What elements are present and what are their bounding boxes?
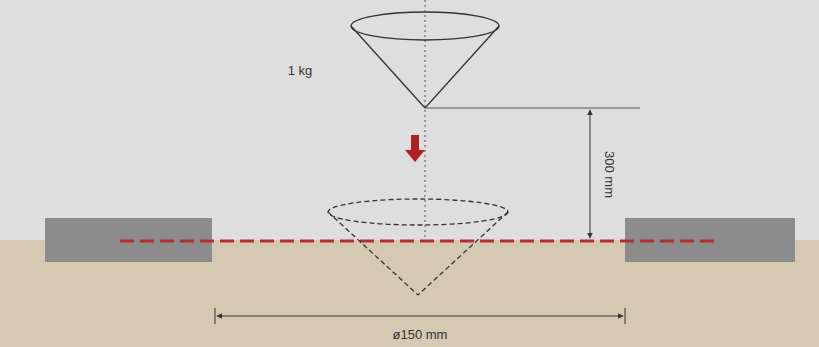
penetrated-cone: [328, 199, 508, 295]
cone: [351, 12, 499, 108]
background: [0, 0, 819, 240]
dimension-line: [217, 316, 623, 317]
dimension-label: ø150 mm: [393, 328, 448, 341]
surface-line: [120, 240, 720, 243]
dimension-tick: [215, 308, 216, 324]
extension-line: [425, 108, 640, 109]
axis-line: [425, 0, 426, 240]
dimension-tick: [625, 308, 626, 324]
drop-arrow: [405, 135, 425, 162]
dimension-line: [590, 110, 591, 238]
mass-label: 1 kg: [288, 64, 313, 77]
dimension-label: 300 mm: [603, 149, 616, 200]
